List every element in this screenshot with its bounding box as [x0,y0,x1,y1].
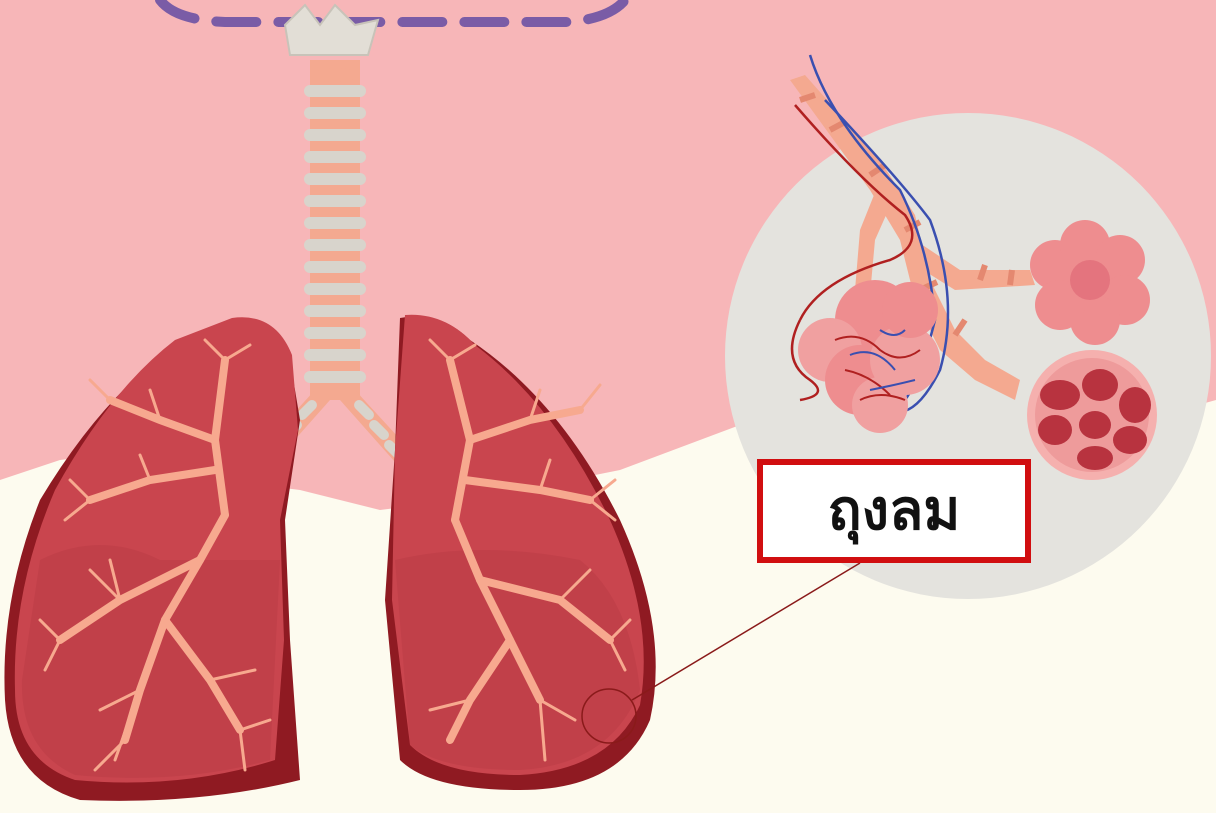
alveoli-label: ถุงลม [828,483,960,539]
pointer-line [632,563,860,700]
alveoli-label-box: ถุงลม [757,459,1031,563]
